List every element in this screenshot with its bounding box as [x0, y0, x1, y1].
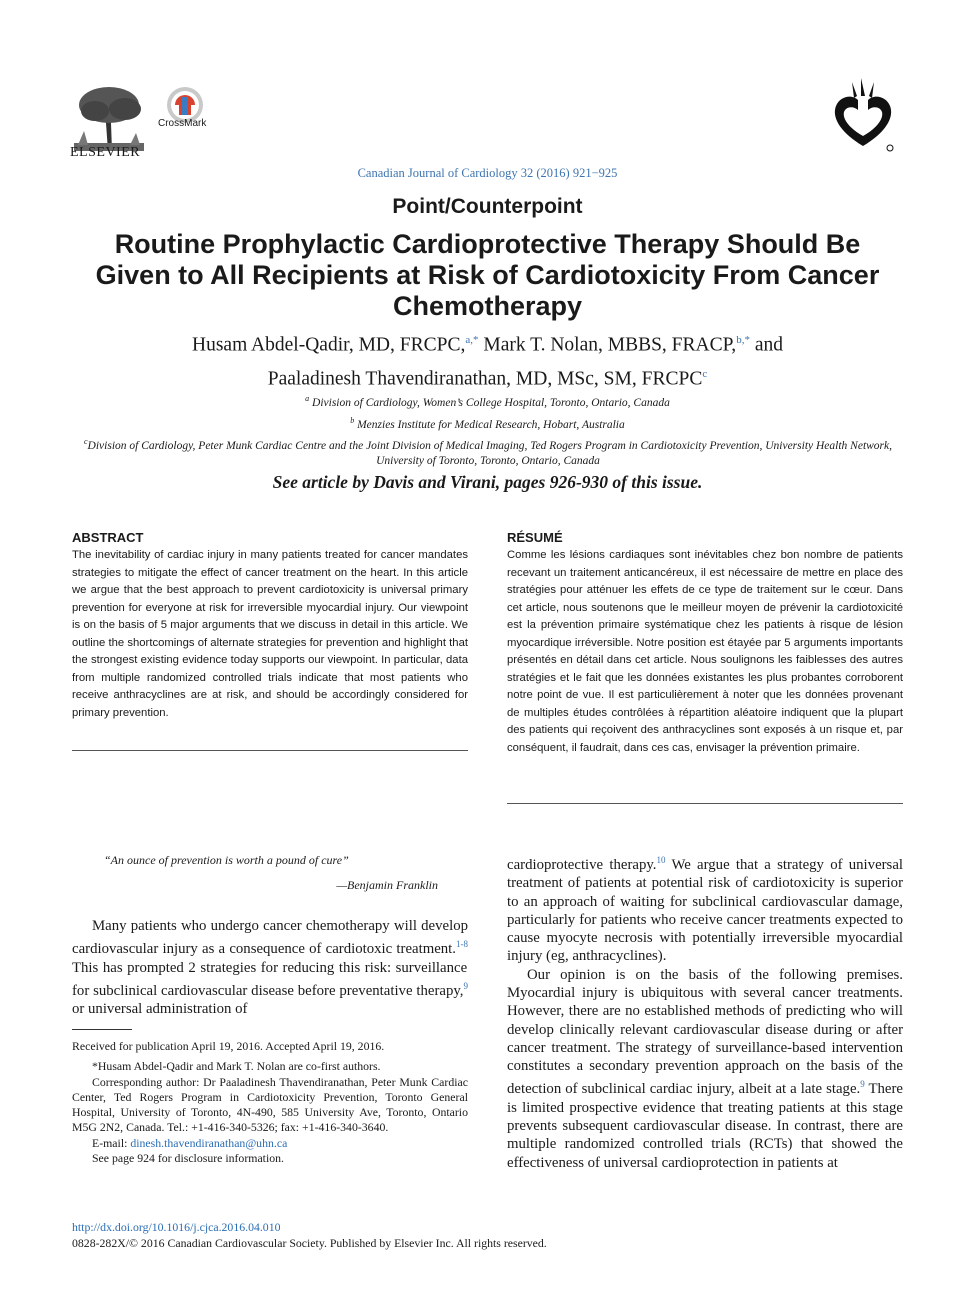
affiliation-mark: c: [83, 437, 88, 446]
body-paragraph: Many patients who undergo cancer chemoth…: [72, 917, 468, 1018]
journal-reference[interactable]: Canadian Journal of Cardiology 32 (2016)…: [357, 166, 618, 180]
body-text-run: This has prompted 2 strategies for reduc…: [72, 959, 468, 999]
email-label: E-mail:: [92, 1135, 131, 1150]
abstract-heading: ABSTRACT: [72, 530, 144, 545]
resume-heading: RÉSUMÉ: [507, 530, 563, 545]
crossmark-label: CrossMark: [158, 118, 207, 129]
epigraph-attribution: —Benjamin Franklin: [336, 878, 438, 892]
publisher-name: ELSEVIER: [70, 145, 141, 160]
affiliation-text: Division of Cardiology, Women’s College …: [309, 396, 670, 409]
body-paragraph: cardioprotective therapy.10 We argue tha…: [507, 851, 903, 966]
author-3-affil-mark[interactable]: c: [702, 367, 708, 380]
society-heart-logo: [834, 78, 894, 152]
body-paragraph: Our opinion is on the basis of the follo…: [507, 966, 903, 1172]
affiliation-mark: b: [350, 416, 355, 425]
crossmark-icon[interactable]: [163, 78, 207, 136]
received-date: Received for publication April 19, 2016.…: [72, 1039, 385, 1053]
copyright-line: 0828-282X/© 2016 Canadian Cardiovascular…: [72, 1236, 547, 1250]
body-text-run: cardioprotective therapy.: [507, 856, 657, 873]
affiliation-text: Division of Cardiology, Peter Munk Cardi…: [87, 439, 893, 467]
affiliation-c: cDivision of Cardiology, Peter Munk Card…: [68, 434, 908, 469]
affiliation-a: a Division of Cardiology, Women’s Colleg…: [60, 391, 915, 411]
affiliation-b: b Menzies Institute for Medical Research…: [60, 413, 915, 433]
see-article-note[interactable]: See article by Davis and Virani, pages 9…: [272, 472, 703, 492]
footnote-rule: [72, 1029, 132, 1030]
citation-link[interactable]: 1-8: [456, 939, 468, 950]
abstract-text: The inevitability of cardiac injury in m…: [72, 549, 468, 719]
author-3: Paaladinesh Thavendiranathan, MD, MSc, S…: [267, 368, 703, 389]
disclosure-note: See page 924 for disclosure information.: [92, 1151, 284, 1166]
body-text-run: Our opinion is on the basis of the follo…: [507, 966, 903, 1098]
affiliation-mark: a: [305, 394, 310, 403]
corresponding-author: Corresponding author: Dr Paaladinesh Tha…: [72, 1074, 468, 1135]
section-label: Point/Counterpoint: [392, 195, 583, 218]
doi-link[interactable]: http://dx.doi.org/10.1016/j.cjca.2016.04…: [72, 1220, 281, 1234]
left-column-body: Many patients who undergo cancer chemoth…: [72, 917, 468, 1018]
body-text-run: Many patients who undergo cancer chemoth…: [72, 918, 468, 958]
footnotes: Received for publication April 19, 2016.…: [72, 1039, 468, 1166]
resume-text: Comme les lésions cardiaques sont inévit…: [507, 549, 903, 754]
resume-rule: [507, 803, 903, 804]
article-title: Routine Prophylactic Cardioprotective Th…: [95, 229, 880, 321]
citation-link[interactable]: 10: [656, 855, 666, 865]
author-1: Husam Abdel-Qadir, MD, FRCPC,: [192, 334, 466, 356]
author-list: Husam Abdel-Qadir, MD, FRCPC,a,* Mark T.…: [60, 326, 915, 393]
body-text-run: We argue that a strategy of universal tr…: [507, 856, 903, 965]
author-1-affil-mark[interactable]: a,*: [465, 334, 479, 346]
affiliation-text: Menzies Institute for Medical Research, …: [354, 418, 625, 431]
citation-link[interactable]: 9: [463, 980, 469, 991]
author-conjunction: and: [749, 334, 783, 356]
citation-link[interactable]: 9: [860, 1079, 865, 1090]
author-2-affil-mark[interactable]: b,*: [736, 334, 750, 346]
elsevier-tree-logo: [70, 83, 148, 153]
author-2: Mark T. Nolan, MBBS, FRACP,: [478, 334, 737, 356]
body-text-run: or universal administration of: [72, 1001, 248, 1018]
cofirst-note: *Husam Abdel-Qadir and Mark T. Nolan are…: [92, 1059, 381, 1074]
abstract-rule: [72, 750, 468, 751]
right-column-body: cardioprotective therapy.10 We argue tha…: [507, 851, 903, 1172]
body-text-run: There is limited prospective evidence th…: [507, 1081, 903, 1171]
epigraph-quote: “An ounce of prevention is worth a pound…: [104, 853, 349, 867]
email-link[interactable]: dinesh.thavendiranathan@uhn.ca: [130, 1135, 288, 1150]
email-line: E-mail: dinesh.thavendiranathan@uhn.ca: [72, 1136, 468, 1151]
